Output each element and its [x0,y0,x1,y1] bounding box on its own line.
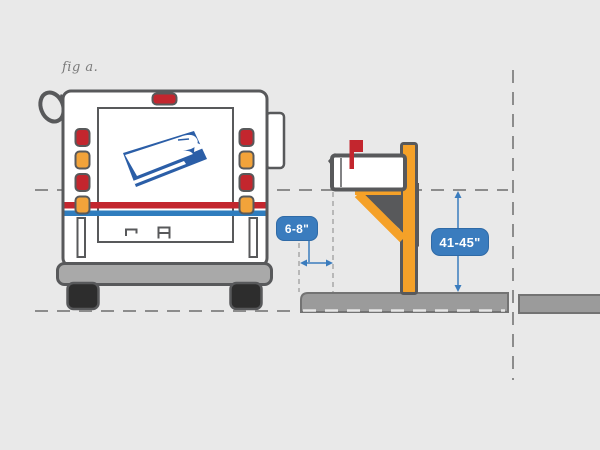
bracket-brace [354,190,407,243]
mailbox-box [330,153,407,192]
truck-red-stripe [64,202,266,209]
setback-dimension-arrow [300,241,333,267]
street-curb-right-segment [518,294,600,314]
truck-blue-stripe [64,210,266,216]
curbside-mailbox-icon [328,140,419,295]
figure-caption: fig a. [62,60,99,75]
height-measurement-badge: 41-45" [431,228,489,256]
usps-delivery-truck-rear-icon [38,89,286,311]
truck-door-handle [125,228,138,236]
truck-right-wheel-icon [229,281,263,311]
truck-top-light-icon [151,92,178,106]
truck-marker-lights [74,128,255,215]
truck-left-wheel-icon [66,281,100,311]
truck-right-reflector [248,217,258,258]
street-curb-icon [300,292,509,313]
usps-eagle-logo-icon [123,131,207,187]
truck-door-latch [157,226,171,239]
mailbox-flag-icon [349,140,363,169]
setback-measurement-badge: 6-8" [276,216,318,241]
truck-bumper [56,262,273,286]
truck-side-mirror-tab [264,111,286,170]
truck-left-reflector [76,217,86,258]
